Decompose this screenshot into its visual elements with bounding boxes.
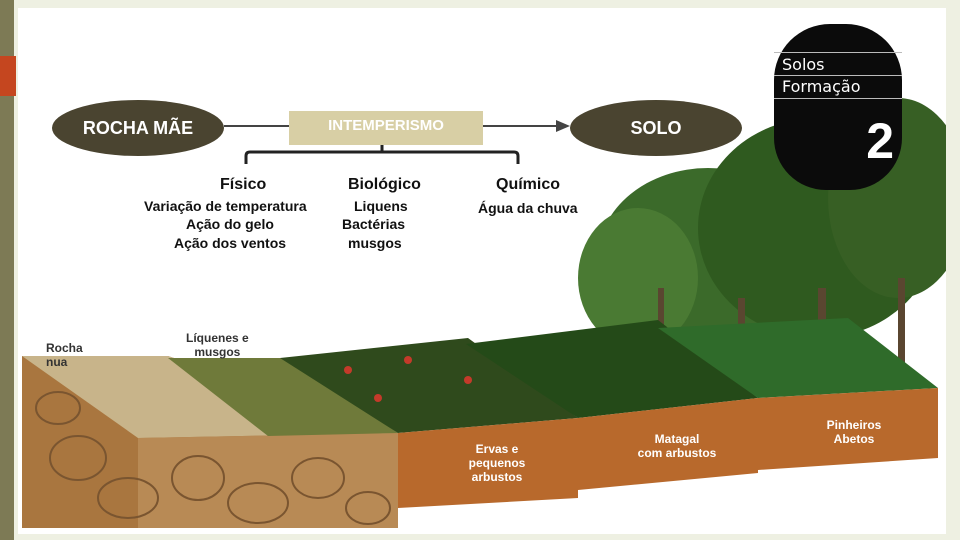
slide-badge: Solos Formação 2: [774, 24, 902, 190]
stage-pines: [658, 318, 938, 470]
fisico-item-3: Ação dos ventos: [174, 235, 287, 251]
category-quimico: Químico: [496, 176, 561, 193]
weathering-bracket: [244, 150, 520, 164]
slide: ROCHA MÃE INTEMPERISMO SOLO Físico Varia…: [18, 8, 946, 534]
biologico-item-2: Bactérias: [342, 216, 406, 232]
label-rocha-nua: Rocha nua: [46, 341, 83, 369]
quimico-item-1: Água da chuva: [478, 200, 578, 216]
category-biologico: Biológico: [348, 176, 421, 193]
label-pinheiros: Pinheiros Abetos: [826, 418, 882, 446]
left-accent-bar: [0, 56, 16, 96]
biologico-item-1: Liquens: [354, 198, 408, 214]
category-fisico: Físico: [220, 176, 267, 193]
stage-bare-rock: [22, 356, 398, 528]
rocha-mae-ellipse: ROCHA MÃE: [52, 100, 224, 156]
stage-herbs: [280, 338, 578, 508]
intemperismo-box: INTEMPERISMO: [289, 111, 483, 145]
label-matagal: Matagal com arbustos: [637, 432, 717, 460]
badge-title: Solos: [782, 55, 825, 74]
left-decor-bar: [0, 0, 14, 540]
soil-formation-illustration: [22, 98, 946, 528]
biologico-item-3: musgos: [348, 235, 402, 251]
badge-number: 2: [866, 113, 894, 169]
label-liquenes-musgos: Líquenes e musgos: [186, 331, 249, 359]
fisico-item-2: Ação do gelo: [186, 216, 274, 232]
solo-ellipse: SOLO: [570, 100, 742, 156]
process-arrowhead: [556, 120, 570, 132]
fisico-item-1: Variação de temperatura: [144, 198, 307, 214]
label-ervas: Ervas e pequenos arbustos: [468, 442, 526, 484]
badge-subtitle: Formação: [782, 77, 861, 96]
